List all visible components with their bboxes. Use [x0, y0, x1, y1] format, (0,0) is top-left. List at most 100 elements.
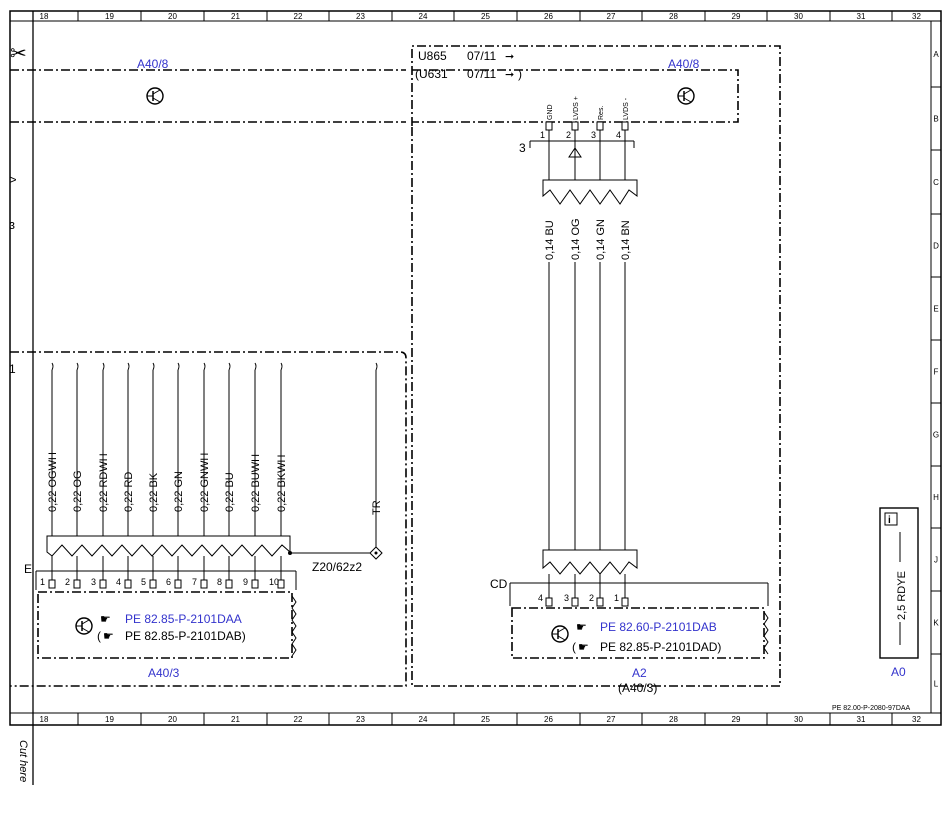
wire-label: 0,22 GN [173, 471, 185, 512]
pin-contact [596, 121, 604, 131]
pin-name: Res. [598, 106, 605, 120]
edge-mark: ɜ [9, 217, 15, 232]
transistor-icon [551, 625, 569, 643]
pointer-hand-icon: ☛ [103, 629, 114, 643]
variant-code-2: (U631 [415, 67, 448, 81]
top-left-module-label: A40/8 [137, 57, 169, 71]
pin-contact [124, 579, 132, 589]
row-label: F [934, 368, 939, 377]
column-label: 32 [912, 715, 921, 724]
wire-label: 0,22 BU [224, 472, 236, 512]
left-harness-break [46, 535, 291, 557]
column-label: 27 [607, 715, 616, 724]
arrow-right-icon: ➞ [505, 69, 514, 81]
pin-number: 2 [566, 130, 571, 140]
pin-contact [571, 121, 579, 131]
wire-label: 0,22 RD [123, 472, 135, 512]
pin-number: 5 [141, 577, 146, 587]
sheet-frame [9, 10, 942, 726]
arrow-right-icon: ➞ [505, 51, 514, 63]
column-label: 24 [419, 715, 428, 724]
pin-contact [48, 579, 56, 589]
right-connector-letter: CD [490, 577, 508, 591]
wire-label: 0,22 BKWH [276, 454, 288, 512]
column-label: 28 [669, 12, 678, 21]
ground-wire-label: 2,5 RDYE [896, 571, 908, 620]
pin-number: 8 [217, 577, 222, 587]
pin-number: 6 [166, 577, 171, 587]
pin-number: 10 [269, 577, 279, 587]
pin-number: 2 [65, 577, 70, 587]
wire-label: 0,14 GN [595, 219, 607, 260]
right-module-box [511, 607, 765, 659]
edge-mark: > [9, 172, 17, 187]
column-label: 28 [669, 715, 678, 724]
transistor-icon [75, 617, 93, 635]
row-label: G [933, 431, 939, 440]
left-ref-open: ( [97, 629, 101, 643]
column-label: 19 [105, 715, 114, 724]
column-label: 29 [732, 715, 741, 724]
column-label: 22 [294, 12, 303, 21]
variant-date-2: 07/11 [467, 67, 496, 81]
column-label: 19 [105, 12, 114, 21]
ground-box [879, 507, 919, 659]
pin-contact [545, 121, 553, 131]
pin-number: 9 [243, 577, 248, 587]
pin-number: 2 [589, 593, 594, 603]
right-module-label: A2 [632, 666, 647, 680]
column-label: 21 [231, 715, 240, 724]
ground-label: A0 [891, 665, 906, 679]
transistor-icon [677, 87, 695, 105]
pin-contact [571, 597, 579, 607]
top-right-module-label: A40/8 [668, 57, 700, 71]
wire-label: 0,22 BUWH [250, 454, 262, 512]
column-label: 30 [794, 12, 803, 21]
pin-contact [545, 597, 553, 607]
wire-label: 0,22 BK [148, 472, 160, 512]
row-label: J [934, 556, 938, 565]
column-label: 25 [481, 12, 490, 21]
wire-label: 0,22 GNWH [199, 453, 211, 512]
column-label: 22 [294, 715, 303, 724]
pin-name: LVDS + [573, 96, 580, 120]
column-label: 30 [794, 715, 803, 724]
pin-contact [225, 579, 233, 589]
left-module-box [37, 591, 293, 659]
sheet-code: PE 82.00-P-2080-97DAA [832, 705, 911, 712]
connector-number: 3 [519, 141, 526, 155]
column-label: 23 [356, 12, 365, 21]
pin-number: 1 [614, 593, 619, 603]
pin-contact [621, 121, 629, 131]
column-label: 18 [40, 715, 49, 724]
left-ref-link-1[interactable]: PE 82.85-P-2101DAA [125, 612, 242, 626]
pointer-hand-icon: ☛ [100, 612, 111, 626]
column-label: 25 [481, 715, 490, 724]
right-ref-link-1[interactable]: PE 82.60-P-2101DAB [600, 620, 717, 634]
edge-mark: 1 [9, 362, 16, 376]
info-icon-letter: i [888, 515, 891, 526]
right-module-sublabel: (A40/3) [618, 681, 657, 695]
column-label: 20 [168, 715, 177, 724]
row-label: D [933, 242, 939, 251]
row-label: E [933, 305, 938, 314]
pin-contact [251, 579, 259, 589]
pointer-hand-icon: ☛ [578, 640, 589, 654]
pin-number: 3 [591, 130, 596, 140]
row-label: H [933, 493, 939, 502]
wire-label: 0,14 OG [570, 218, 582, 260]
left-ref-2: PE 82.85-P-2101DAB) [125, 629, 246, 643]
column-label: 23 [356, 715, 365, 724]
pin-name: GND [547, 104, 554, 120]
row-label: C [933, 178, 939, 187]
variant-code-1: U865 [418, 49, 447, 63]
cut-here-label: Cut here [17, 740, 29, 782]
left-connector-letter: E [24, 562, 32, 576]
pin-number: 1 [540, 130, 545, 140]
wire-label: 0,14 BU [544, 220, 556, 260]
row-label: A [933, 50, 939, 59]
